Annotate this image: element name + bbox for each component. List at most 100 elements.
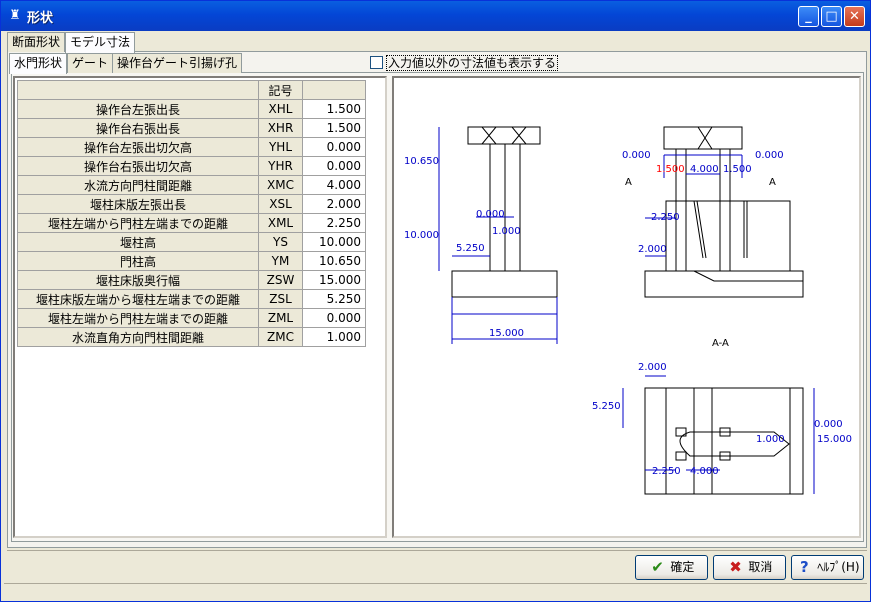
side-operating-deck: [467, 126, 541, 145]
plan-label-zsw: 15.000: [817, 434, 852, 445]
row-name-cell: 門柱高: [17, 251, 259, 271]
plan-label-zml: 0.000: [814, 419, 843, 430]
side-base-slab: [451, 270, 558, 298]
tab-model-dimensions[interactable]: モデル寸法: [65, 32, 136, 53]
drawing-area: 10.650 10.000 0.000 1.000 5.250 15.000: [392, 76, 861, 538]
row-symbol-cell: YHR: [258, 156, 303, 176]
plan-column-3: [719, 427, 731, 437]
front-base-slab: [644, 270, 804, 298]
row-name-cell: 操作台左張出長: [17, 99, 259, 119]
tab-sluice-shape[interactable]: 水門形状: [9, 53, 68, 74]
plan-label-xmc: 4.000: [690, 466, 719, 477]
checkbox-box[interactable]: [370, 56, 383, 69]
row-value-cell[interactable]: 1.500: [302, 118, 366, 138]
front-gate-groove: [693, 200, 707, 259]
row-symbol-cell: XSL: [258, 194, 303, 214]
front-label-xhl: 1.500: [656, 164, 685, 175]
row-name-cell: 操作台左張出切欠高: [17, 137, 259, 157]
confirm-label: 確定: [670, 560, 695, 574]
front-operating-deck: [663, 126, 743, 150]
front-label-xsl: 2.000: [638, 244, 667, 255]
front-deck-hatch: [697, 126, 713, 150]
row-value-cell[interactable]: 10.650: [302, 251, 366, 271]
front-gate-slot: [743, 201, 748, 258]
close-button[interactable]: ✕: [844, 6, 865, 27]
row-value-cell[interactable]: 1.500: [302, 99, 366, 119]
help-button[interactable]: ? ﾍﾙﾌﾟ(H): [791, 555, 864, 580]
row-value-cell[interactable]: 1.000: [302, 327, 366, 347]
front-label-xmc: 4.000: [690, 164, 719, 175]
row-value-cell[interactable]: 4.000: [302, 175, 366, 195]
side-label-ys: 10.000: [404, 230, 439, 241]
row-value-cell[interactable]: 15.000: [302, 270, 366, 290]
plan-label-xsl: 2.000: [638, 362, 667, 373]
window-title: 形状: [27, 11, 54, 26]
row-name-cell: 操作台右張出長: [17, 118, 259, 138]
cross-icon: ✖: [729, 558, 742, 576]
side-label-zml: 0.000: [476, 209, 505, 220]
row-name-cell: 堰柱床版左張出長: [17, 194, 259, 214]
row-symbol-cell: ZMC: [258, 327, 303, 347]
plan-label-xml: 2.250: [652, 466, 681, 477]
checkbox-label[interactable]: 入力値以外の寸法値も表示する: [386, 55, 559, 71]
plan-label-zmc: 1.000: [756, 434, 785, 445]
maximize-button[interactable]: □: [821, 6, 842, 27]
question-icon: ?: [800, 558, 809, 576]
row-symbol-cell: YS: [258, 232, 303, 252]
header-value: [302, 80, 366, 100]
plan-pier-nose: [679, 431, 790, 457]
title-bar[interactable]: ♜ 形状 _ □ ✕: [1, 1, 870, 31]
row-name-cell: 堰柱床版左端から堰柱左端までの距離: [17, 289, 259, 309]
plan-label-zsl: 5.250: [592, 401, 621, 412]
row-value-cell[interactable]: 2.250: [302, 213, 366, 233]
confirm-button[interactable]: ✔ 確定: [635, 555, 708, 580]
row-symbol-cell: YHL: [258, 137, 303, 157]
front-label-xhr: 1.500: [723, 164, 752, 175]
front-label-yhl: 0.000: [622, 150, 651, 161]
row-value-cell[interactable]: 0.000: [302, 156, 366, 176]
help-label: ﾍﾙﾌﾟ(H): [817, 560, 860, 574]
row-symbol-cell: XHL: [258, 99, 303, 119]
cancel-label: 取消: [748, 560, 773, 574]
table-header-row: 記号: [17, 80, 366, 100]
side-label-zmc: 1.000: [492, 226, 521, 237]
row-name-cell: 操作台右張出切欠高: [17, 156, 259, 176]
dimension-drawing: 10.650 10.000 0.000 1.000 5.250 15.000: [404, 126, 852, 495]
front-section-right: A: [769, 177, 776, 188]
tab-hoist-opening[interactable]: 操作台ゲート引揚げ孔: [112, 53, 243, 73]
side-deck-hatch: [481, 126, 527, 145]
check-icon: ✔: [651, 558, 664, 576]
tab-gate[interactable]: ゲート: [67, 53, 114, 73]
row-value-cell[interactable]: 2.000: [302, 194, 366, 214]
cancel-button[interactable]: ✖ 取消: [713, 555, 786, 580]
plan-column-2: [675, 451, 687, 461]
row-symbol-cell: ZSL: [258, 289, 303, 309]
row-value-cell[interactable]: 0.000: [302, 137, 366, 157]
front-label-yhr: 0.000: [755, 150, 784, 161]
row-symbol-cell: XML: [258, 213, 303, 233]
minimize-button[interactable]: _: [798, 6, 819, 27]
front-label-xml: 2.250: [651, 212, 680, 223]
tab-section-shape[interactable]: 断面形状: [7, 32, 66, 52]
row-name-cell: 水流方向門柱間距離: [17, 175, 259, 195]
status-bar: [4, 583, 867, 598]
row-value-cell[interactable]: 0.000: [302, 308, 366, 328]
row-value-cell[interactable]: 10.000: [302, 232, 366, 252]
row-value-cell[interactable]: 5.250: [302, 289, 366, 309]
plan-column-1: [675, 427, 687, 437]
